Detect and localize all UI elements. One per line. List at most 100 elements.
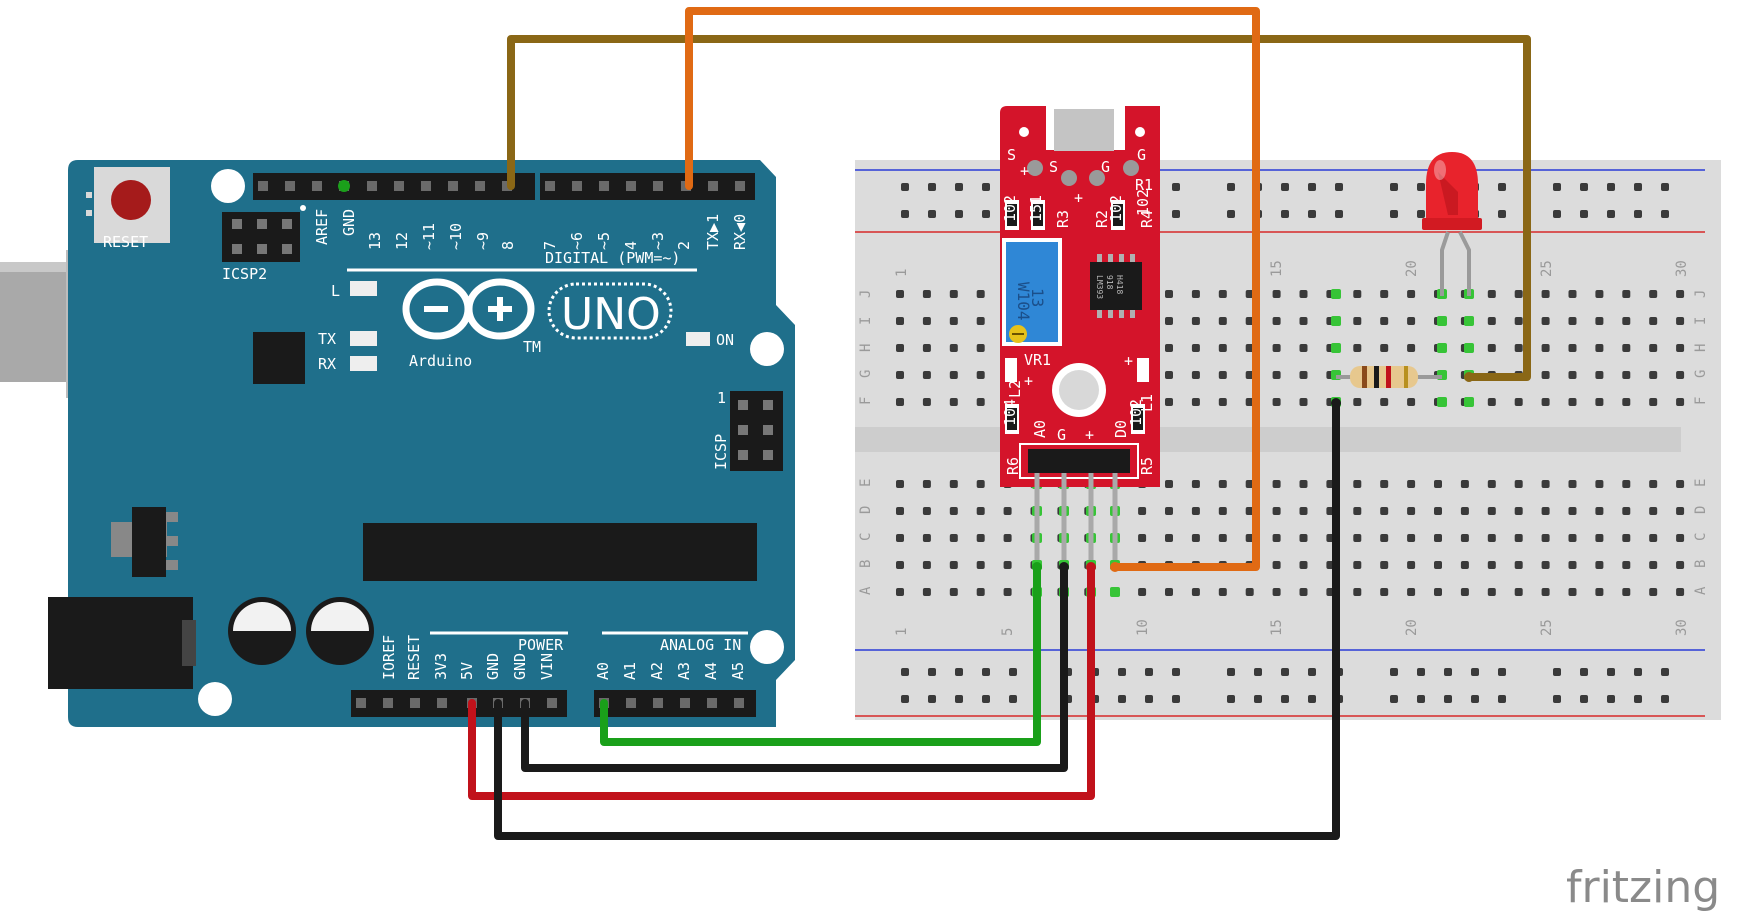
rail-hole [1498, 210, 1506, 218]
connected-hole [1110, 587, 1120, 597]
wire-gnd-to-sensor-g [521, 563, 1068, 772]
comparator-chip [1090, 262, 1142, 310]
connected-hole [1464, 397, 1474, 407]
breadboard-hole [949, 398, 958, 406]
potentiometer[interactable] [1006, 242, 1058, 342]
connected-hole [1331, 343, 1341, 353]
digital-pin [599, 181, 609, 191]
breadboard-hole [976, 371, 985, 379]
chip-pin [1108, 310, 1113, 318]
top-label-g-right: G [1137, 146, 1146, 164]
breadboard-hole [896, 534, 904, 542]
rail-hole [1118, 695, 1126, 703]
row-label-f: F [858, 397, 874, 405]
breadboard-hole [1622, 344, 1631, 352]
icsp2-pin [282, 244, 292, 254]
row-label-a: A [858, 586, 874, 595]
breadboard-hole [1138, 588, 1147, 596]
breadboard-hole [976, 507, 985, 515]
rail-hole [1580, 668, 1588, 676]
breadboard-hole [1165, 534, 1173, 542]
rail-hole [1281, 695, 1289, 703]
col-number-20-bottom: 20 [1404, 619, 1420, 636]
rail-hole [1580, 183, 1588, 191]
digital-pin [545, 181, 555, 191]
plus-sign: + [1020, 162, 1029, 180]
breadboard-hole [1138, 534, 1147, 542]
rail-hole [1444, 668, 1452, 676]
breadboard-hole [1003, 561, 1012, 569]
rail-hole [1390, 210, 1398, 218]
header-pin [547, 698, 557, 708]
breadboard-hole [896, 371, 904, 379]
header-pin [707, 698, 717, 708]
breadboard-hole [922, 290, 931, 298]
breadboard-hole [896, 344, 904, 352]
voltage-regulator [132, 507, 166, 577]
header-pin [734, 698, 744, 708]
power-pin-label: GND [511, 653, 529, 680]
breadboard-hole [1003, 588, 1012, 596]
breadboard-hole [1272, 507, 1281, 515]
breadboard-hole [976, 344, 985, 352]
breadboard-hole [1299, 534, 1308, 542]
reset-button[interactable] [111, 180, 151, 220]
resistor [1336, 366, 1442, 388]
breadboard-hole [1622, 371, 1631, 379]
row-label-j: J [858, 290, 874, 298]
icsp-header [730, 391, 783, 471]
row-label-i: I [858, 317, 874, 325]
breadboard-hole [1622, 317, 1631, 325]
rail-hole [1471, 668, 1479, 676]
rail-hole [1390, 183, 1398, 191]
breadboard-hole [1353, 480, 1362, 488]
reset-pin [86, 192, 92, 198]
digital-pin [475, 181, 485, 191]
breadboard-hole [1407, 398, 1416, 406]
led-label-l: L [331, 282, 340, 300]
chip-pin [1097, 254, 1102, 262]
wire-5v-to-sensor-plus [468, 563, 1095, 800]
uno-logo-border [547, 282, 673, 340]
rail-hole [982, 210, 990, 218]
breadboard-hole [1676, 317, 1685, 325]
smd-code: 151 [1027, 195, 1045, 222]
rail-hole [1172, 210, 1180, 218]
rail-hole [1281, 210, 1289, 218]
chip-pin [1130, 310, 1135, 318]
breadboard-hole [1272, 534, 1281, 542]
breadboard-hole [1595, 480, 1604, 488]
breadboard-hole [1568, 398, 1577, 406]
breadboard-hole [1514, 344, 1523, 352]
sensor-element [1054, 109, 1114, 151]
breadboard-hole [1218, 507, 1227, 515]
breadboard-hole [1568, 371, 1577, 379]
analog-label: ANALOG IN [660, 636, 741, 654]
breadboard-hole [1514, 480, 1523, 488]
connected-hole [1331, 289, 1341, 299]
breadboard-hole [896, 588, 904, 596]
power-label: POWER [518, 636, 564, 654]
rail-hole [1118, 668, 1126, 676]
regulator-pin [166, 536, 178, 546]
breadboard-hole [1165, 507, 1173, 515]
smd-resistor-body [1007, 408, 1017, 430]
pot-marking: 13 [1028, 288, 1047, 307]
plus-sign: + [1124, 352, 1133, 370]
breadboard-hole [1676, 344, 1685, 352]
analog-pin-label: A0 [594, 662, 612, 680]
breadboard-hole [1649, 534, 1658, 542]
breadboard-hole [976, 534, 985, 542]
breadboard-hole [1622, 588, 1631, 596]
plus-sign: + [1024, 372, 1033, 390]
breadboard-hole [1407, 290, 1416, 298]
breadboard-hole [1245, 317, 1254, 325]
power-pin-label: VIN [538, 653, 556, 680]
col-number-25-top: 25 [1539, 260, 1555, 277]
breadboard-hole [1595, 561, 1604, 569]
pin-label-plus: + [1085, 426, 1094, 444]
icsp-pin [738, 450, 748, 460]
breadboard-hole [1299, 588, 1308, 596]
rail-hole [1281, 668, 1289, 676]
